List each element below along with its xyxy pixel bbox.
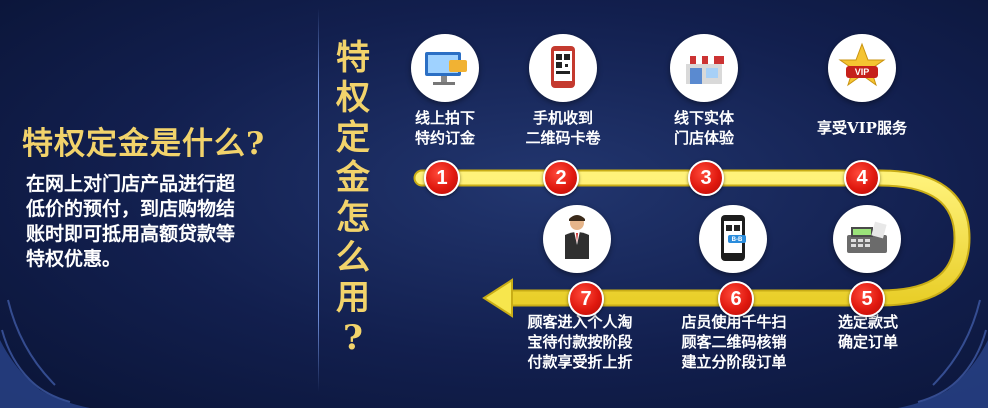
step-5-badge: 5 bbox=[849, 281, 885, 317]
step-2-badge: 2 bbox=[543, 160, 579, 196]
computer-payment-icon bbox=[411, 34, 479, 102]
what-is-title: 特权定金是什么? bbox=[22, 126, 266, 162]
step-text: 店员使用千牛扫 bbox=[681, 313, 787, 331]
step-1-label: 线上拍下 特约订金 bbox=[395, 108, 495, 148]
step-text: 顾客二维码核销 bbox=[681, 333, 787, 351]
definition-text: 在网上对门店产品进行超 低价的预付，到店购物结 账时即可抵用高额贷款等 特权优惠… bbox=[26, 172, 298, 272]
step-4-badge: 4 bbox=[844, 160, 880, 196]
step-text: 顾客进入个人淘 bbox=[527, 313, 633, 331]
definition-line: 账时即可抵用高额贷款等 bbox=[26, 223, 236, 245]
definition-line: 在网上对门店产品进行超 bbox=[26, 173, 236, 195]
vip-crown-icon: VIP bbox=[828, 34, 896, 102]
title-char: ? bbox=[343, 318, 363, 358]
svg-text:B-B: B-B bbox=[732, 237, 743, 243]
step-text: 选定款式 bbox=[837, 313, 898, 331]
step-3-label: 线下实体 门店体验 bbox=[654, 108, 754, 148]
step-3-badge: 3 bbox=[688, 160, 724, 196]
how-to-use-title: 特 权 定 金 怎 么 用 ? bbox=[330, 38, 376, 358]
phone-scan-icon: B-B bbox=[699, 205, 767, 273]
step-text: 线下实体 bbox=[673, 109, 734, 127]
step-text: 确定订单 bbox=[837, 333, 898, 351]
step-1-badge: 1 bbox=[424, 160, 460, 196]
step-text: 享受VIP服务 bbox=[817, 119, 907, 137]
cash-register-icon bbox=[833, 205, 901, 273]
step-text: 付款享受折上折 bbox=[527, 353, 633, 371]
step-text: 门店体验 bbox=[673, 129, 734, 147]
businessman-icon bbox=[543, 205, 611, 273]
step-text: 宝待付款按阶段 bbox=[527, 333, 633, 351]
step-text: 建立分阶段订单 bbox=[681, 353, 787, 371]
title-char: 么 bbox=[336, 238, 370, 278]
step-text: 线上拍下 bbox=[414, 109, 475, 127]
svg-text:VIP: VIP bbox=[855, 67, 870, 77]
step-6-label: 店员使用千牛扫 顾客二维码核销 建立分阶段订单 bbox=[666, 312, 802, 372]
step-text: 手机收到 bbox=[532, 109, 593, 127]
step-6-badge: 6 bbox=[718, 281, 754, 317]
divider bbox=[318, 8, 319, 392]
step-text: 二维码卡卷 bbox=[525, 129, 601, 147]
phone-qr-code-icon bbox=[529, 34, 597, 102]
step-4-label: 享受VIP服务 bbox=[806, 118, 918, 138]
title-char: 定 bbox=[336, 118, 370, 158]
title-char: 怎 bbox=[336, 198, 370, 238]
title-char: 特 bbox=[336, 38, 370, 78]
definition-line: 低价的预付，到店购物结 bbox=[26, 198, 236, 220]
title-char: 用 bbox=[336, 278, 370, 318]
title-char: 金 bbox=[336, 158, 370, 198]
step-7-badge: 7 bbox=[568, 281, 604, 317]
step-text: 特约订金 bbox=[414, 129, 475, 147]
step-7-label: 顾客进入个人淘 宝待付款按阶段 付款享受折上折 bbox=[512, 312, 648, 372]
title-char: 权 bbox=[336, 78, 370, 118]
storefront-icon bbox=[670, 34, 738, 102]
step-5-label: 选定款式 确定订单 bbox=[818, 312, 918, 352]
step-2-label: 手机收到 二维码卡卷 bbox=[508, 108, 618, 148]
definition-line: 特权优惠。 bbox=[26, 248, 122, 270]
